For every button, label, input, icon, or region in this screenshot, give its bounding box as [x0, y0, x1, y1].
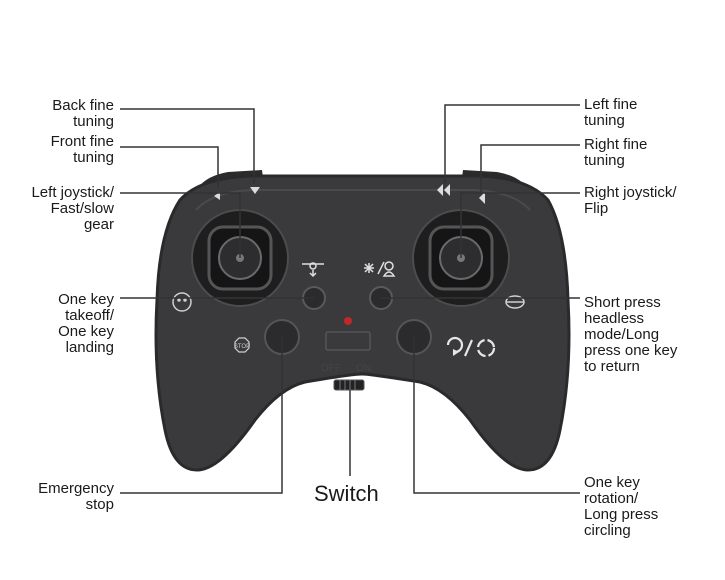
label-one-key-takeoff: One key takeoff/ One key landing	[58, 291, 114, 356]
drone-icon	[505, 295, 525, 309]
face-icon	[172, 292, 192, 312]
headless-mode-icon	[364, 261, 396, 277]
label-emergency-stop: Emergency stop	[38, 480, 114, 513]
fine-tuning-arrows-icon	[214, 184, 485, 204]
stop-sign-text: STOP	[234, 344, 250, 350]
label-left-joystick: Left joystick/ Fast/slow gear	[31, 184, 114, 233]
label-switch: Switch	[314, 481, 379, 506]
switch-off-label: OFF	[321, 363, 341, 374]
label-left-fine-tuning: Left fine tuning	[584, 96, 638, 129]
center-panel	[325, 331, 371, 351]
label-back-fine-tuning: Back fine tuning	[52, 97, 114, 130]
switch-on-label: ON	[356, 363, 371, 374]
label-front-fine-tuning: Front fine tuning	[50, 133, 114, 166]
stop-sign-icon	[234, 337, 250, 353]
leader-lines	[120, 104, 580, 494]
power-led	[344, 317, 352, 325]
takeoff-drone-icon	[302, 262, 324, 278]
controller-trim	[195, 189, 531, 211]
rotation-icon	[446, 336, 496, 358]
power-switch[interactable]	[333, 379, 365, 391]
label-one-key-rotation: One key rotation/ Long press circling	[584, 474, 659, 539]
label-headless-mode: Short press headless mode/Long press one…	[584, 294, 678, 375]
label-right-fine-tuning: Right fine tuning	[584, 136, 648, 169]
label-right-joystick: Right joystick/ Flip	[584, 184, 677, 217]
